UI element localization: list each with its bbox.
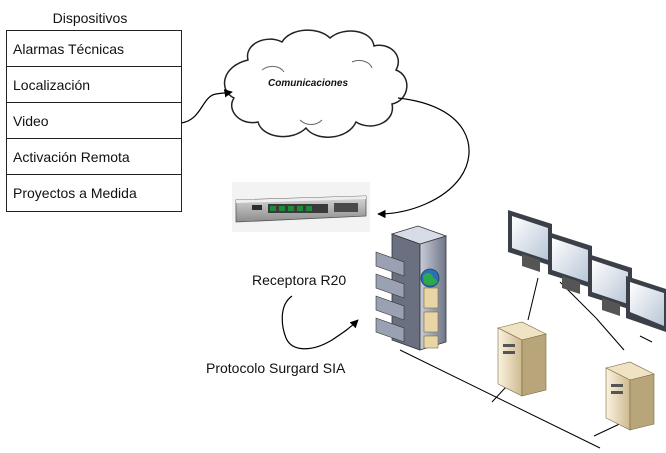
connector-video-cloud: [180, 89, 233, 124]
rack-server-icon: [232, 182, 370, 232]
receiver-label: Receptora R20: [252, 272, 347, 288]
devices-title: Dispositivos: [52, 10, 128, 26]
devices-list: Alarmas Técnicas Localización Video Acti…: [6, 30, 182, 212]
device-item-activacion: Activación Remota: [7, 139, 181, 175]
connector-cloud-rack: [377, 97, 470, 219]
connector-receptora-protocolo: [281, 295, 359, 350]
device-item-alarmas: Alarmas Técnicas: [7, 31, 181, 67]
monitor-icon: [508, 210, 666, 332]
cloud-icon: [223, 29, 408, 138]
device-item-video: Video: [7, 103, 181, 139]
cloud-label: Comunicaciones: [268, 78, 349, 89]
protocol-label: Protocolo Surgard SIA: [206, 360, 346, 376]
device-item-localizacion: Localización: [7, 67, 181, 103]
device-item-proyectos: Proyectos a Medida: [13, 185, 137, 201]
server-cabinet-icon: [375, 225, 448, 351]
pc-tower-icon: [497, 321, 655, 431]
